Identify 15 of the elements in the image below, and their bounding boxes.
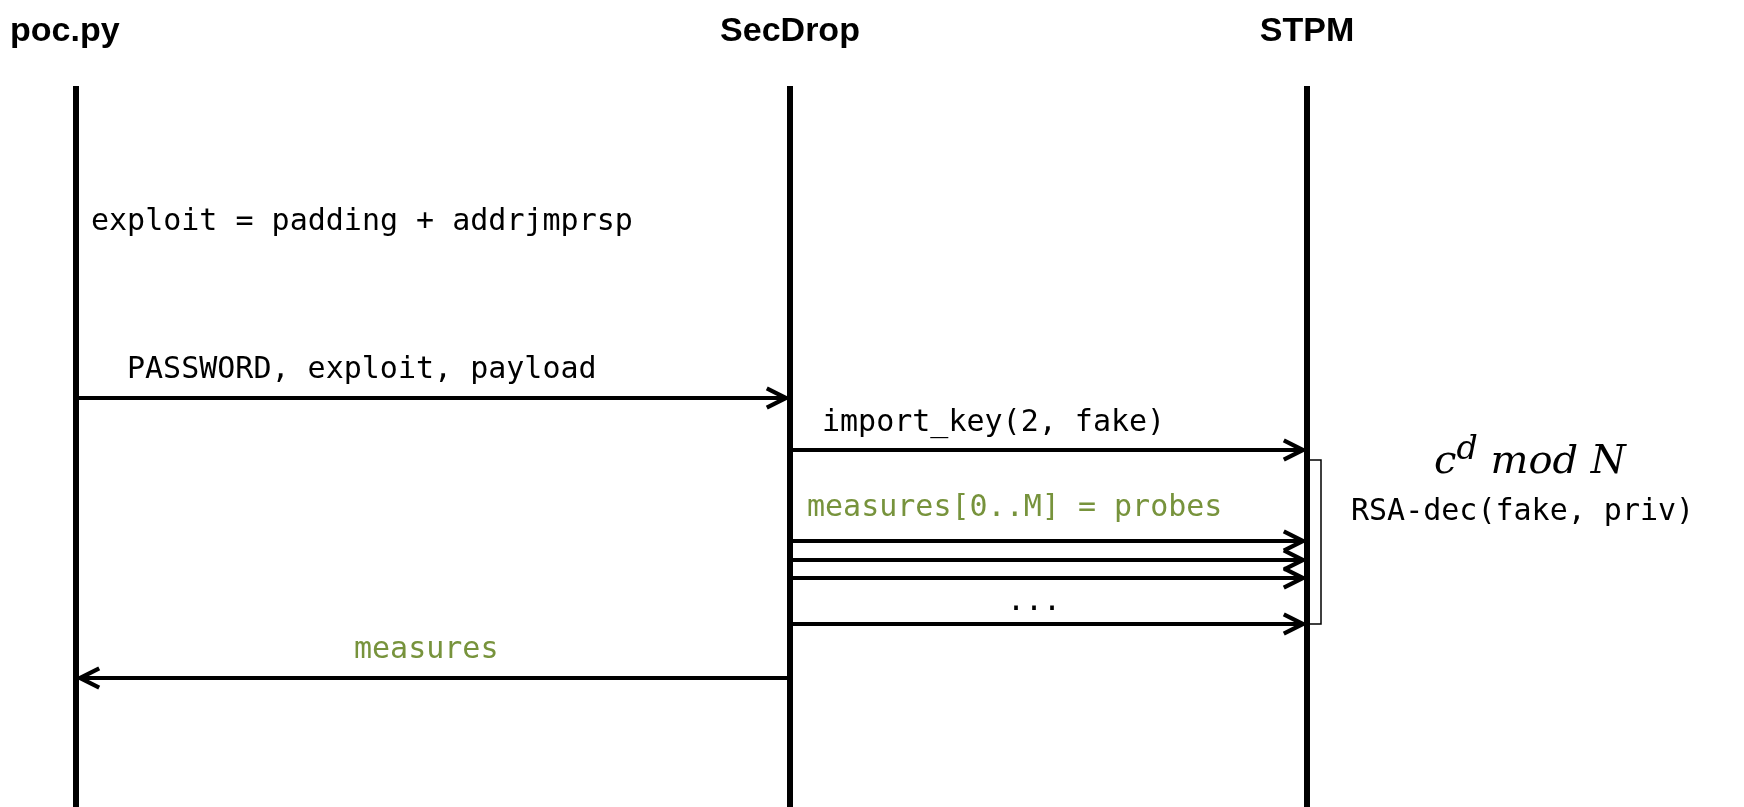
- message-label: measures[0..M] = probes: [806, 488, 1224, 523]
- message-label: import_key(2, fake): [821, 403, 1167, 438]
- message-arrow: [790, 566, 1306, 590]
- lifeline-title: STPM: [1259, 10, 1355, 49]
- lifeline-title: SecDrop: [720, 10, 860, 49]
- message-arrow: [790, 438, 1306, 462]
- message-arrow: [790, 529, 1306, 553]
- message-arrow: [790, 548, 1306, 572]
- message-label: PASSWORD, exploit, payload: [126, 350, 598, 385]
- message-label: ...: [1006, 582, 1063, 617]
- message-arrow: [790, 612, 1306, 636]
- message-arrow: [77, 666, 790, 690]
- lifeline-title: poc.py: [10, 10, 120, 49]
- message-label: measures: [353, 630, 500, 665]
- message-arrow: [76, 386, 789, 410]
